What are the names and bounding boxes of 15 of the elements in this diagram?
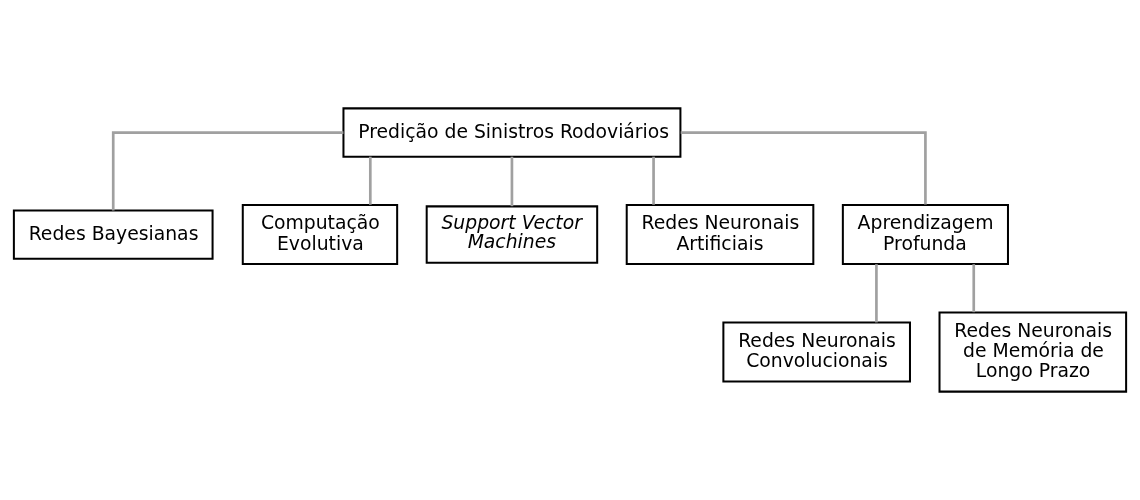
node-box: Redes Neuronais Artificiais <box>625 204 815 266</box>
connector <box>875 264 878 323</box>
connector <box>111 131 344 211</box>
node-box: Redes Neuronais Convolucionais <box>722 321 911 383</box>
node-box: Computação Evolutiva <box>241 204 399 266</box>
node-box: Predição de Sinistros Rodoviários <box>342 107 682 158</box>
connector <box>368 156 372 205</box>
node-box: Redes Bayesianas <box>12 209 214 260</box>
node-box: Aprendizagem Profunda <box>841 204 1009 266</box>
connector <box>972 264 976 313</box>
node-box: Redes Neuronais de Memória de Longo Prazo <box>938 311 1128 393</box>
node-box: Support Vector Machines <box>425 205 599 264</box>
connector <box>652 156 655 205</box>
connector <box>510 156 514 207</box>
connector <box>680 131 927 205</box>
